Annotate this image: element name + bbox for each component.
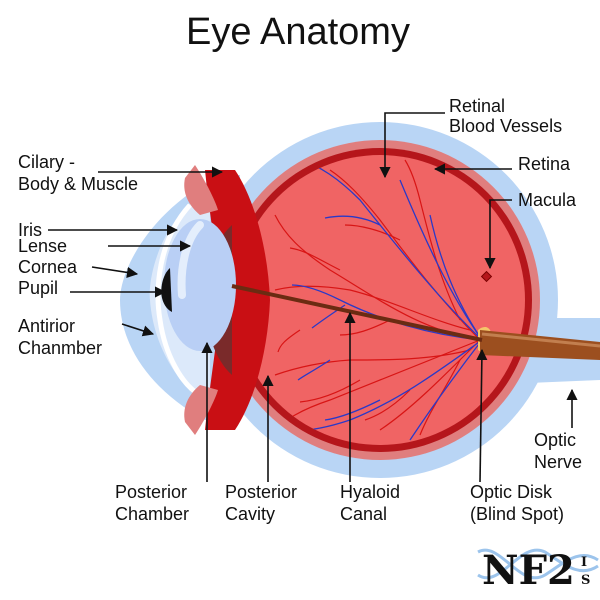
logo-dna-helix (477, 548, 599, 580)
logo-small-i: I (581, 555, 587, 570)
label-anterior-chamber-line1: Antirior (18, 316, 75, 336)
eye-illustration (120, 122, 600, 478)
hyaloid-canal (231, 284, 483, 342)
logo-dna-helix-2 (477, 548, 599, 580)
label-retinal-vessels-line1: Retinal (449, 96, 505, 116)
label-lense: Lense (18, 236, 67, 256)
label-iris: Iris (18, 220, 42, 240)
label-optic-disk: Optic Disk (Blind Spot) (470, 482, 564, 524)
label-macula: Macula (518, 190, 577, 210)
lens (164, 219, 236, 351)
label-posterior-chamber-line1: Posterior (115, 482, 187, 502)
nf2is-logo: NF2 I S (477, 547, 599, 594)
label-anterior-chamber-line2: Chanmber (18, 338, 102, 358)
label-optic-disk-line2: (Blind Spot) (470, 504, 564, 524)
label-retinal-vessels-line2: Blood Vessels (449, 116, 562, 136)
label-ciliary-line1: Cilary - (18, 152, 75, 172)
label-arrows (48, 112, 578, 483)
label-optic-disk-line1: Optic Disk (470, 482, 553, 502)
macula (480, 270, 493, 283)
label-posterior-chamber: Posterior Chamber (115, 482, 192, 524)
diagram-title: Eye Anatomy (186, 11, 410, 53)
label-retina: Retina (518, 154, 571, 174)
label-posterior-chamber-line2: Chamber (115, 504, 189, 524)
ciliary-muscle-top (184, 165, 218, 215)
arrow-anterior-chamber (121, 323, 155, 337)
label-hyaloid-canal: Hyaloid Canal (340, 482, 405, 524)
label-hyaloid-canal-line1: Hyaloid (340, 482, 400, 502)
label-optic-nerve: Optic Nerve (534, 430, 582, 472)
lens-highlight (177, 221, 204, 299)
label-ciliary: Cilary - Body & Muscle (18, 152, 138, 194)
labels: Cilary - Body & Muscle Iris Lense Cornea… (18, 96, 582, 524)
pupil (161, 268, 172, 312)
arrow-optic-disk (476, 348, 488, 483)
label-cornea: Cornea (18, 257, 78, 277)
label-anterior-chamber: Antirior Chanmber (18, 316, 102, 358)
label-posterior-cavity: Posterior Cavity (225, 482, 302, 524)
label-pupil: Pupil (18, 278, 58, 298)
label-posterior-cavity-line1: Posterior (225, 482, 297, 502)
arrow-macula (484, 199, 512, 270)
ciliary-muscle-bottom (184, 385, 218, 435)
logo-small-s: S (581, 573, 590, 588)
label-posterior-cavity-line2: Cavity (225, 504, 275, 524)
logo-main-text: NF2 (482, 547, 575, 594)
label-hyaloid-canal-line2: Canal (340, 504, 387, 524)
arrow-cornea (91, 266, 139, 278)
label-ciliary-line2: Body & Muscle (18, 174, 138, 194)
arrow-retinal-vessels (379, 112, 445, 179)
label-optic-nerve-line2: Nerve (534, 452, 582, 472)
cornea-inner-edge (155, 203, 202, 398)
optic-nerve-highlight (481, 332, 600, 348)
label-optic-nerve-line1: Optic (534, 430, 576, 450)
label-retinal-vessels: Retinal Blood Vessels (449, 96, 562, 136)
